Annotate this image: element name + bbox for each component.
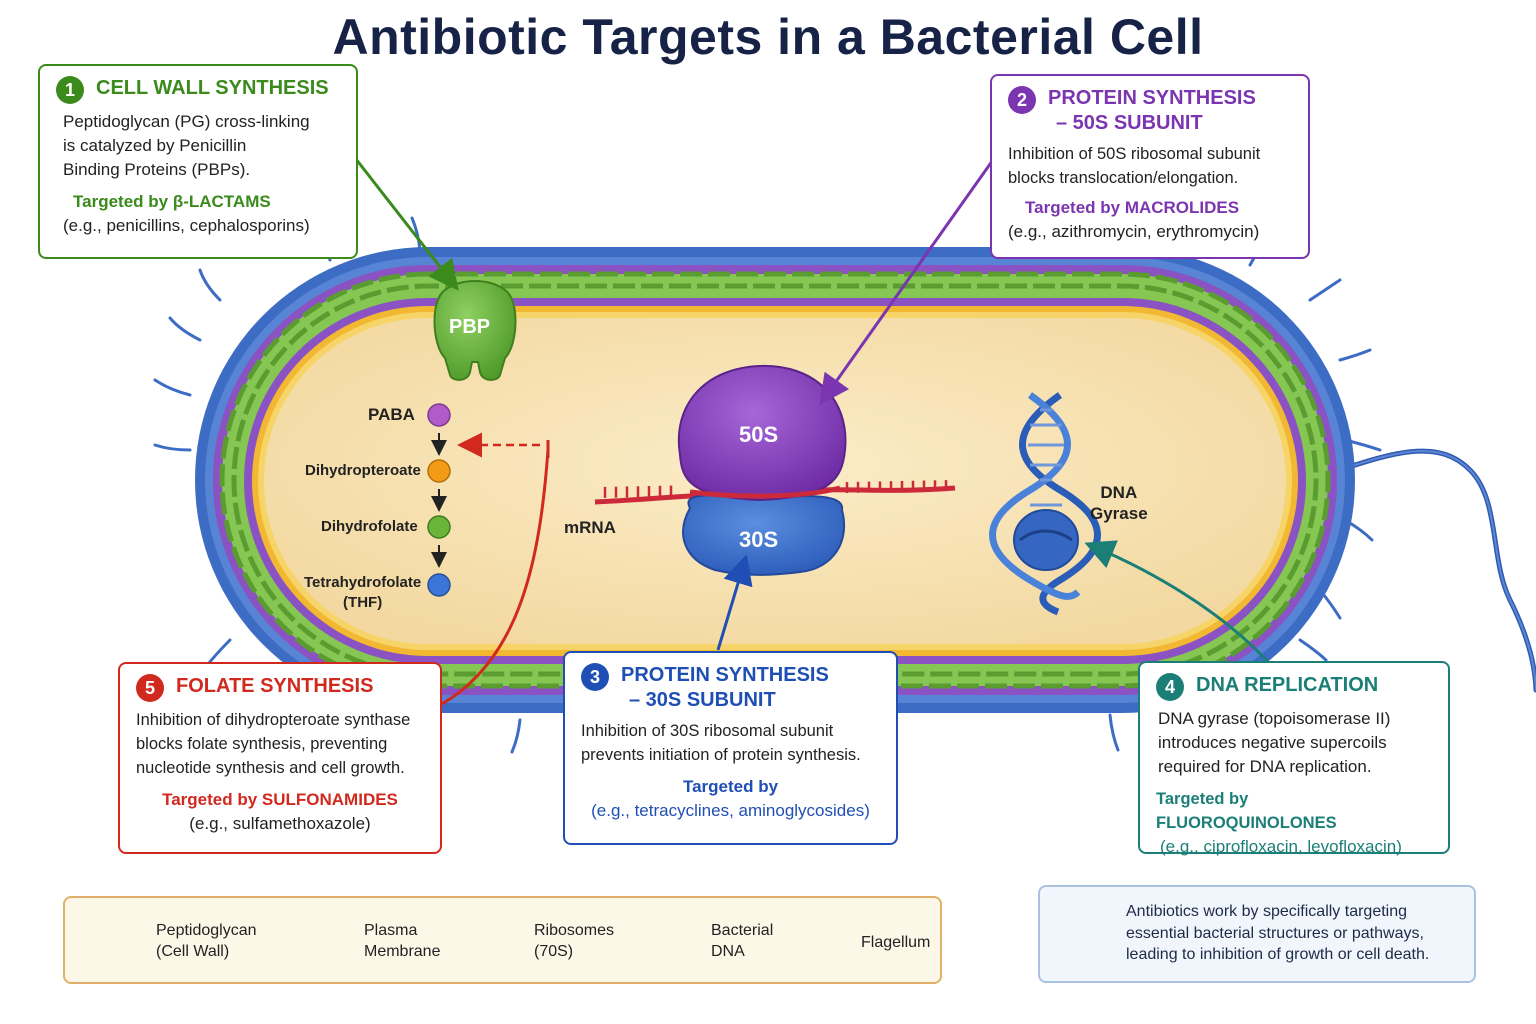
callout-dna-replication: 4 DNA REPLICATION DNA gyrase (topoisomer… xyxy=(1138,661,1450,856)
callout-number-4: 4 xyxy=(1156,673,1184,701)
callout-protein-50s: 2 PROTEIN SYNTHESIS – 50S SUBUNIT Inhibi… xyxy=(990,74,1310,259)
connector-folate xyxy=(439,449,550,707)
thf-dot xyxy=(427,573,451,597)
callout-protein-30s: 3 PROTEIN SYNTHESIS – 30S SUBUNIT Inhibi… xyxy=(563,651,898,845)
callout-cell-wall: 1 CELL WALL SYNTHESIS Peptidoglycan (PG)… xyxy=(38,64,358,259)
pbp-label: PBP xyxy=(449,316,491,338)
callout-heading-line2: – 30S SUBUNIT xyxy=(629,689,776,711)
callout-folate: 5 FOLATE SYNTHESIS Inhibition of dihydro… xyxy=(118,662,442,854)
paba-label: PABA xyxy=(368,405,415,424)
callout-examples: (e.g., tetracyclines, aminoglycosides) xyxy=(591,801,870,820)
callout-description: Inhibition of 30S ribosomal subunit prev… xyxy=(581,722,861,764)
connector-30s xyxy=(716,554,753,651)
info-note: Antibiotics work by specifically targeti… xyxy=(1038,885,1476,983)
callout-heading-line1: PROTEIN SYNTHESIS xyxy=(1048,87,1256,109)
folate-pathway xyxy=(427,403,451,597)
dna-helix xyxy=(989,392,1101,616)
callout-heading: CELL WALL SYNTHESIS xyxy=(96,77,329,99)
callout-examples: (e.g., sulfamethoxazole) xyxy=(189,814,371,833)
connector-50s xyxy=(819,149,1002,405)
callout-target: Targeted by SULFONAMIDES xyxy=(162,790,398,809)
dihydrofolate-label: Dihydrofolate xyxy=(321,518,418,535)
callout-heading-line1: PROTEIN SYNTHESIS xyxy=(621,664,829,686)
callout-target: Targeted by β-LACTAMS xyxy=(73,192,271,211)
dihydropteroate-label: Dihydropteroate xyxy=(305,462,421,479)
callout-target: Targeted by MACROLIDES xyxy=(1025,198,1240,217)
callout-description: DNA gyrase (topoisomerase II) introduces… xyxy=(1158,709,1391,776)
dihydropteroate-dot xyxy=(427,459,451,483)
legend-ribosome-label: Ribosomes (70S) xyxy=(534,922,615,960)
callout-examples: (e.g., azithromycin, erythromycin) xyxy=(1008,222,1260,241)
callout-number-3: 3 xyxy=(581,663,609,691)
callout-number-2: 2 xyxy=(1008,86,1036,114)
callout-description: Inhibition of dihydropteroate synthase b… xyxy=(136,711,411,777)
info-note-text: Antibiotics work by specifically targeti… xyxy=(1126,903,1430,963)
page-title: Antibiotic Targets in a Bacterial Cell xyxy=(332,9,1204,65)
paba-dot xyxy=(427,403,451,427)
callout-description: Peptidoglycan (PG) cross-linking is cata… xyxy=(63,112,310,179)
callout-target: Targeted by xyxy=(682,777,779,796)
callout-number-5: 5 xyxy=(136,674,164,702)
legend-peptidoglycan-label: Peptidoglycan (Cell Wall) xyxy=(156,922,257,960)
connector-dna xyxy=(1084,540,1270,664)
callout-heading: FOLATE SYNTHESIS xyxy=(176,675,374,697)
legend: Peptidoglycan (Cell Wall) Plasma Membran… xyxy=(63,896,942,984)
pbp-protein xyxy=(433,280,517,381)
callout-heading: DNA REPLICATION xyxy=(1196,674,1379,696)
callout-examples: (e.g., penicillins, cephalosporins) xyxy=(63,216,310,235)
callout-number-1: 1 xyxy=(56,76,84,104)
ribosome-50s-label: 50S xyxy=(739,422,779,447)
legend-flagellum-label: Flagellum xyxy=(861,934,931,951)
mrna-label: mRNA xyxy=(564,518,616,537)
dihydrofolate-dot xyxy=(427,515,451,539)
thf-label: Tetrahydrofolate (THF) xyxy=(304,574,422,611)
connector-cell-wall xyxy=(343,144,459,291)
flagellum xyxy=(1337,448,1536,693)
callout-heading-line2: – 50S SUBUNIT xyxy=(1056,112,1203,134)
ribosome-30s-label: 30S xyxy=(739,527,779,552)
callout-target: Targeted by FLUOROQUINOLONES xyxy=(1156,790,1337,832)
callout-examples: (e.g., ciprofloxacin, levofloxacin) xyxy=(1160,837,1402,856)
dna-gyrase-label: DNA Gyrase xyxy=(1090,483,1148,523)
callout-description: Inhibition of 50S ribosomal subunit bloc… xyxy=(1008,145,1261,187)
legend-membrane-label: Plasma Membrane xyxy=(364,922,441,960)
dna-gyrase-enzyme xyxy=(1013,509,1079,571)
legend-dna-label: Bacterial DNA xyxy=(711,922,774,960)
